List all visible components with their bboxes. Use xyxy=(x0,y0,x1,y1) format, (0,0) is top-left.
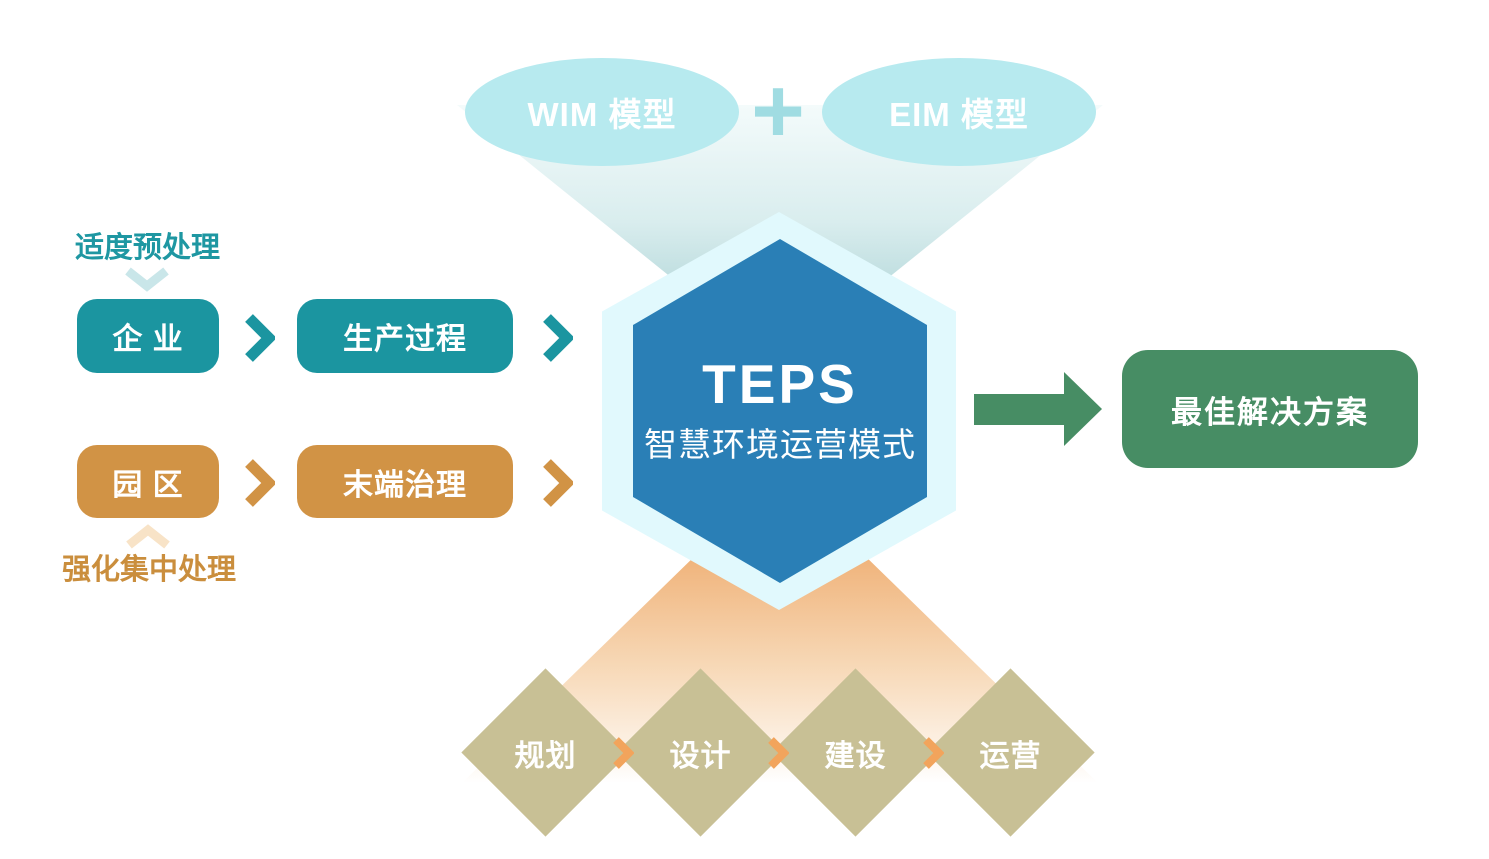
lifecycle-stage-label: 规划 xyxy=(514,739,577,773)
lifecycle-stage-diamond: 设计 xyxy=(616,668,785,837)
chevron-right-icon xyxy=(245,314,275,362)
pretreatment-annotation: 适度预处理 xyxy=(75,232,221,264)
lifecycle-stage-diamond: 规划 xyxy=(461,668,630,837)
chevron-right-icon xyxy=(543,314,573,362)
enterprise-label: 企 业 xyxy=(112,323,184,356)
lifecycle-stage-label: 运营 xyxy=(979,739,1042,773)
result-arrow-head xyxy=(1064,372,1102,446)
production-process-box: 生产过程 xyxy=(297,299,513,373)
lifecycle-stage-diamond: 建设 xyxy=(771,668,940,837)
wim-model-ellipse: WIM 模型 xyxy=(465,58,739,166)
production-process-label: 生产过程 xyxy=(343,323,467,356)
chevron-right-icon xyxy=(768,737,789,769)
lifecycle-stage-diamond: 运营 xyxy=(926,668,1095,837)
eim-model-ellipse: EIM 模型 xyxy=(822,58,1096,166)
end-treatment-label: 末端治理 xyxy=(343,468,467,502)
centralized-treatment-annotation: 强化集中处理 xyxy=(62,554,237,586)
wim-model-label: WIM 模型 xyxy=(527,96,677,133)
teps-title: TEPS xyxy=(702,353,858,415)
result-arrow xyxy=(974,394,1065,425)
end-treatment-box: 末端治理 xyxy=(297,445,513,518)
enterprise-box: 企 业 xyxy=(77,299,219,373)
eim-model-label: EIM 模型 xyxy=(889,96,1029,133)
plus-icon: + xyxy=(751,59,805,162)
chevron-right-icon xyxy=(543,459,573,507)
best-solution-label: 最佳解决方案 xyxy=(1171,394,1369,430)
teps-subtitle: 智慧环境运营模式 xyxy=(644,426,916,463)
park-label: 园 区 xyxy=(112,468,184,502)
chevron-right-icon xyxy=(613,737,634,769)
lifecycle-stage-label: 设计 xyxy=(669,739,732,773)
lifecycle-stage-label: 建设 xyxy=(824,739,887,773)
best-solution-box: 最佳解决方案 xyxy=(1122,350,1418,468)
chevron-up-icon xyxy=(126,524,170,549)
chevron-down-icon xyxy=(125,267,169,292)
park-box: 园 区 xyxy=(77,445,219,518)
chevron-right-icon xyxy=(245,459,275,507)
chevron-right-icon xyxy=(923,737,944,769)
